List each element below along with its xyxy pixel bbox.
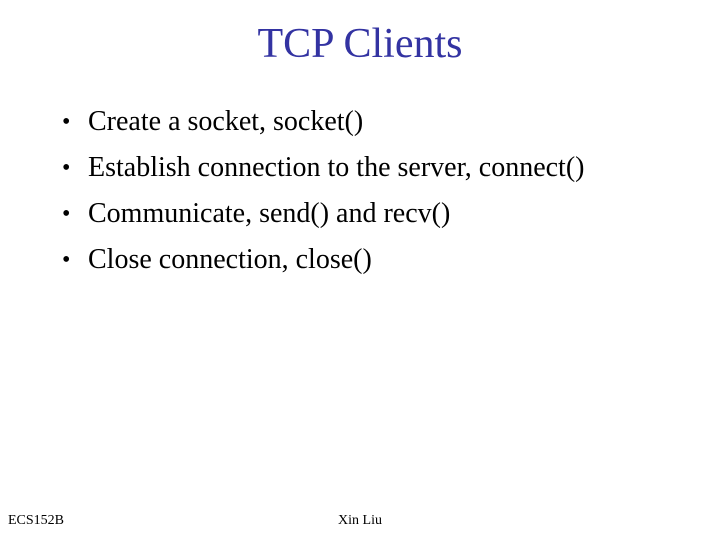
footer-author-label: Xin Liu <box>338 513 382 528</box>
bullet-text: Close connection, close() <box>88 244 372 275</box>
slide-title: TCP Clients <box>257 21 463 67</box>
bullet-text: Establish connection to the server, conn… <box>88 152 585 183</box>
bullet-item: • Communicate, send() and recv() <box>62 191 692 237</box>
bullet-text: Create a socket, socket() <box>88 106 364 137</box>
bullet-item: • Establish connection to the server, co… <box>62 145 692 191</box>
bullet-item: • Create a socket, socket() <box>62 99 692 145</box>
footer-course-label: ECS152B <box>8 513 65 528</box>
bullet-text: Communicate, send() and recv() <box>88 198 451 229</box>
bullet-item: • Close connection, close() <box>62 237 692 283</box>
bullet-marker: • <box>62 155 71 181</box>
bullet-marker: • <box>62 201 71 227</box>
bullet-marker: • <box>62 247 71 273</box>
bullet-list: • Create a socket, socket() • Establish … <box>62 99 692 283</box>
bullet-marker: • <box>62 109 71 135</box>
